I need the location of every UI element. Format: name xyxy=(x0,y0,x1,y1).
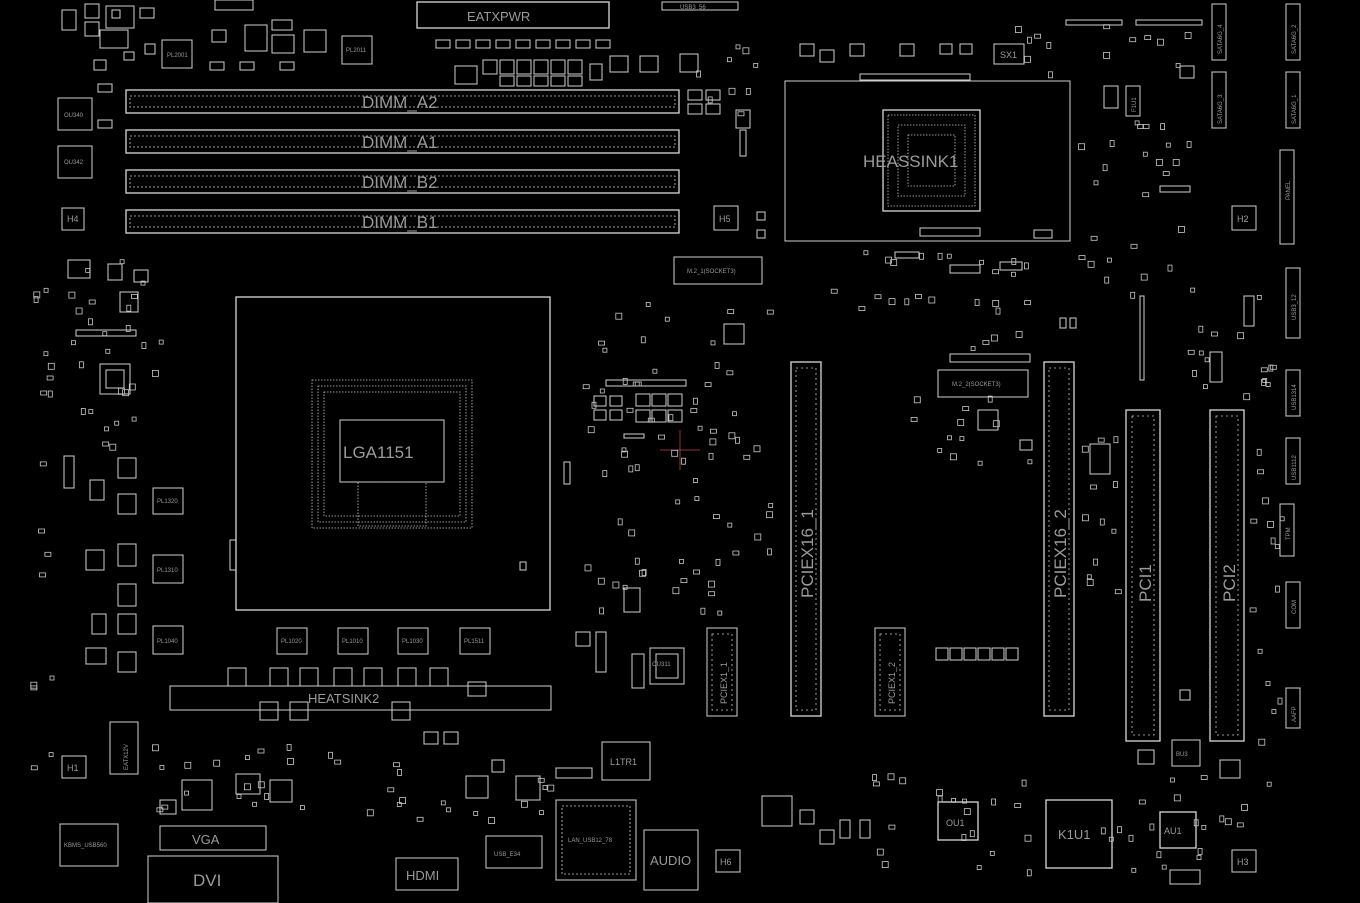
com-label: COM xyxy=(1292,600,1298,614)
pl1030-label: PL1030 xyxy=(402,639,423,645)
pciex16-1-slot: PCIEX16_1 xyxy=(790,361,822,717)
dimm-a1-label: DIMM_A1 xyxy=(362,133,438,152)
m2-1-label: M.2_1(SOCKET3) xyxy=(687,269,736,275)
dimm-b1-slot: DIMM_B1 xyxy=(125,209,680,234)
svg-text:USB3_56: USB3_56 xyxy=(680,5,706,11)
h2-label: H2 xyxy=(1237,214,1249,224)
m2-2-area: M.2_2(SOCKET3) xyxy=(935,317,1111,661)
pciex1-2-slot: PCIEX1_2 xyxy=(874,627,906,717)
pciex16-2-label: PCIEX16_2 xyxy=(1051,509,1070,598)
heatsink2-area: HEATSINK2 xyxy=(169,667,552,745)
pl1320-label: PL1320 xyxy=(157,499,178,505)
pciex1-2-label: PCIEX1_2 xyxy=(887,662,897,704)
hdmi-label: HDMI xyxy=(406,868,439,883)
usb1112-label: USB1112 xyxy=(1292,455,1298,480)
dimm-b2-label: DIMM_B2 xyxy=(362,173,438,192)
top-left-components: PL2001 PL2011 OU340 OU342 H4 xyxy=(57,0,373,231)
vga-label: VGA xyxy=(192,832,220,847)
heatsink1-label: HEASSINK1 xyxy=(863,152,958,171)
h6-label: H6 xyxy=(720,857,732,867)
panel-label: PANEL xyxy=(1286,180,1292,200)
bottom-left-io: H1 EATX12V KBMS_USB560 VGA DVI xyxy=(59,721,293,903)
dimm-right-components: H5 M.2_1(SOCKET3) xyxy=(673,89,766,345)
eatxpwr-label: EATXPWR xyxy=(467,9,530,24)
sx1-label: SX1 xyxy=(1000,50,1017,60)
pl2001-label: PL2001 xyxy=(167,53,188,59)
pci2-label: PCI2 xyxy=(1220,564,1239,602)
audio-label: AUDIO xyxy=(650,853,691,868)
pci2-slot: PCI2 xyxy=(1209,409,1245,742)
bu3-label: BU3 xyxy=(1176,752,1188,758)
tpm-label: TPM xyxy=(1286,527,1292,540)
pciex1-1-slot: PCIEX1_1 xyxy=(706,627,738,717)
ou1-label: OU1 xyxy=(946,818,965,828)
aafp-label: AAFP xyxy=(1292,706,1298,722)
dimm-b1-label: DIMM_B1 xyxy=(362,213,438,232)
pl1010-label: PL1010 xyxy=(342,639,363,645)
sata6g-2-label: SATA6G_2 xyxy=(1292,24,1298,54)
h1-label: H1 xyxy=(67,763,79,773)
vrm-chokes: PL1020 PL1010 PL1030 PL1511 xyxy=(276,627,491,655)
ou311-label: OU311 xyxy=(652,662,671,668)
f1u1-label: F1U1 xyxy=(1132,97,1138,112)
center-components: OU311 xyxy=(563,379,700,689)
dimm-a2-label: DIMM_A2 xyxy=(362,93,438,112)
bottom-right-io: OU1 K1U1 AU1 BU3 H3 xyxy=(839,689,1257,885)
dimm-a1-slot: DIMM_A1 xyxy=(125,129,680,154)
passive-components xyxy=(30,24,1285,877)
dimm-a2-slot: DIMM_A2 xyxy=(125,89,680,114)
h5-label: H5 xyxy=(719,214,731,224)
usb1314-label: USB1314 xyxy=(1292,384,1298,410)
pci1-slot: PCI1 xyxy=(1125,409,1161,742)
heatsink2-label: HEATSINK2 xyxy=(308,691,379,706)
ou342-label: OU342 xyxy=(64,160,84,166)
sata6g-3-label: SATA6G_3 xyxy=(1218,94,1224,124)
l1tr1-label: L1TR1 xyxy=(610,757,637,767)
pl1310-label: PL1310 xyxy=(157,568,178,574)
pcie-slots: PCIEX16_1 PCIEX16_2 PCIEX1_1 PCIEX1_2 PC… xyxy=(706,361,1245,742)
ou340-label: OU340 xyxy=(64,113,84,119)
left-vrm-components: PL1320 PL1310 PL1040 xyxy=(63,259,237,673)
usb-bot-label: USB_E34 xyxy=(494,852,521,858)
dimm-top-components xyxy=(435,39,699,87)
pl1040-label: PL1040 xyxy=(157,639,178,645)
pl2011-label: PL2011 xyxy=(346,48,367,54)
heatsink1-area: HEASSINK1 SX1 xyxy=(784,43,1071,274)
cpu-socket: LGA1151 xyxy=(235,296,551,611)
dvi-label: DVI xyxy=(193,871,221,890)
top-right-components: SATA6G_4 SATA6G_3 SATA6G_2 SATA6G_1 F1U1… xyxy=(1065,3,1301,729)
pciex16-1-label: PCIEX16_1 xyxy=(798,509,817,598)
sata6g-1-label: SATA6G_1 xyxy=(1292,94,1298,124)
usb3-12-label: USB3_12 xyxy=(1292,294,1298,320)
pl1020-label: PL1020 xyxy=(281,639,302,645)
sata6g-4-label: SATA6G_4 xyxy=(1218,24,1224,54)
h3-label: H3 xyxy=(1237,857,1249,867)
pciex1-1-label: PCIEX1_1 xyxy=(719,662,729,704)
eatxpwr-connector: EATXPWR USB3_56 xyxy=(416,1,739,29)
pci1-label: PCI1 xyxy=(1136,564,1155,602)
h4-label: H4 xyxy=(67,214,79,224)
lga-label: LGA1151 xyxy=(343,443,414,462)
kbms-label: KBMS_USB560 xyxy=(64,843,107,849)
bottom-center-io: HDMI USB_E34 LAN_USB12_78 L1TR1 AUDIO H6 xyxy=(395,741,835,891)
au1-label: AU1 xyxy=(1164,826,1182,836)
dimm-b2-slot: DIMM_B2 xyxy=(125,169,680,194)
pciex16-2-slot: PCIEX16_2 xyxy=(1043,361,1075,717)
dimm-slots: DIMM_A2 DIMM_A1 DIMM_B2 DIMM_B1 xyxy=(125,89,680,234)
m2-2-label: M.2_2(SOCKET3) xyxy=(952,382,1001,388)
k1u1-label: K1U1 xyxy=(1058,827,1091,842)
eatx12v-label: EATX12V xyxy=(124,744,130,770)
lan-label: LAN_USB12_78 xyxy=(568,838,613,844)
pl1511-label: PL1511 xyxy=(464,639,485,645)
